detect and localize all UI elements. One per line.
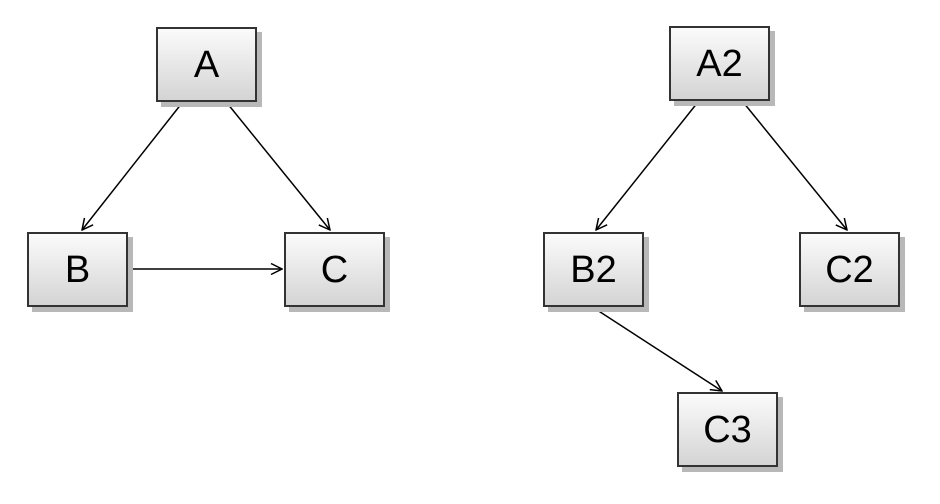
node-C3: C3 <box>677 392 778 467</box>
edge-A-to-B <box>82 102 183 230</box>
node-B2-label: B2 <box>570 248 617 291</box>
edge-A-to-C <box>226 102 330 230</box>
node-A: A <box>156 27 257 102</box>
node-C: C <box>284 232 385 307</box>
left-graph-edges <box>82 102 330 269</box>
node-C3-label: C3 <box>703 408 752 451</box>
node-B2: B2 <box>543 232 644 307</box>
edge-A2-to-C2 <box>742 101 847 230</box>
node-A-label: A <box>193 43 220 86</box>
node-B-label: B <box>64 248 91 291</box>
right-graph-edges <box>593 101 847 391</box>
edge-B2-to-C3 <box>593 307 722 391</box>
edge-A2-to-B2 <box>596 101 699 230</box>
node-C2: C2 <box>799 232 900 307</box>
node-C2-label: C2 <box>825 248 874 291</box>
node-C-label: C <box>320 248 349 291</box>
node-B: B <box>27 232 128 307</box>
node-A2-label: A2 <box>696 42 743 85</box>
node-A2: A2 <box>669 26 770 101</box>
